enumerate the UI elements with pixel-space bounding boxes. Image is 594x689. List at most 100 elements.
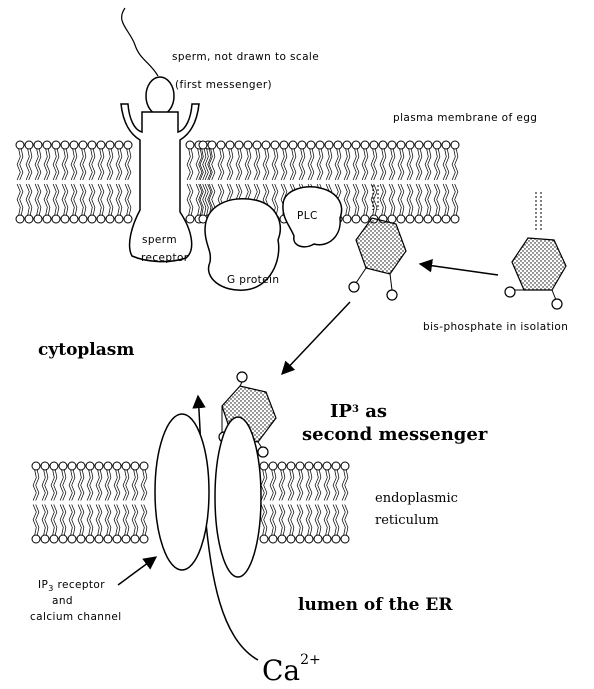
lipid-head — [287, 535, 295, 543]
phosphate-group — [237, 372, 247, 382]
lipid-head — [406, 215, 414, 223]
lipid-head — [235, 141, 243, 149]
phosphate-group — [505, 287, 515, 297]
phosphate-group — [349, 282, 359, 292]
lipid-tail — [437, 184, 440, 215]
ip3-receptor-label: and — [52, 595, 73, 607]
lipid-tail — [128, 184, 131, 215]
lipid-head — [140, 462, 148, 470]
lipid-tail — [327, 505, 330, 536]
lipid-head — [343, 215, 351, 223]
lipid-tail — [266, 149, 269, 180]
lipid-head — [244, 141, 252, 149]
plc-label: PLC — [297, 210, 318, 222]
lipid-head — [323, 462, 331, 470]
lipid-head — [95, 462, 103, 470]
lipid-tail — [108, 470, 111, 501]
lipid-head — [323, 535, 331, 543]
lipid-tail — [345, 470, 348, 501]
lipid-tail — [47, 184, 50, 215]
lipid-head — [287, 462, 295, 470]
lipid-tail — [446, 184, 449, 215]
lipid-tail — [119, 184, 122, 215]
er-lumen-label: lumen of the ER — [298, 595, 453, 615]
lipid-tail — [455, 149, 458, 180]
lipid-tail — [275, 149, 278, 180]
lipid-head — [34, 141, 42, 149]
lipid-tail — [54, 470, 57, 501]
lipid-head — [305, 462, 313, 470]
lipid-head — [269, 535, 277, 543]
lipid-tail — [336, 470, 339, 501]
lipid-head — [260, 535, 268, 543]
g-protein-label: G protein — [227, 274, 279, 286]
lipid-head — [278, 535, 286, 543]
lipid-tail — [257, 149, 260, 180]
lipid-tail — [291, 505, 294, 536]
lipid-head — [131, 535, 139, 543]
lipid-head — [361, 215, 369, 223]
lipid-head — [104, 462, 112, 470]
lipid-head — [104, 535, 112, 543]
lipid-head — [79, 215, 87, 223]
lipid-tail — [455, 184, 458, 215]
lipid-tail — [56, 184, 59, 215]
lipid-head — [433, 215, 441, 223]
lipid-tail — [264, 470, 267, 501]
lipid-head — [186, 141, 194, 149]
lipid-head — [25, 141, 33, 149]
lipid-tail — [383, 184, 386, 215]
lipid-tail — [374, 149, 377, 180]
lipid-tail — [65, 184, 68, 215]
lipid-head — [52, 141, 60, 149]
inositol-ring-isolated — [512, 238, 566, 290]
lipid-tail — [128, 149, 131, 180]
lipid-head — [59, 462, 67, 470]
lipid-tail — [365, 149, 368, 180]
lipid-head — [314, 462, 322, 470]
lipid-head — [451, 215, 459, 223]
lipid-tail — [318, 505, 321, 536]
lipid-tail — [126, 505, 129, 536]
phosphate-group — [552, 299, 562, 309]
lipid-tail — [446, 149, 449, 180]
lipid-tail — [347, 149, 350, 180]
lipid-head — [296, 462, 304, 470]
lipid-tail — [347, 184, 350, 215]
lipid-head — [199, 141, 207, 149]
lipid-head — [124, 141, 132, 149]
lipid-tail — [392, 184, 395, 215]
lipid-head — [86, 535, 94, 543]
lipid-head — [68, 535, 76, 543]
lipid-head — [269, 462, 277, 470]
lipid-tail — [318, 470, 321, 501]
lipid-tail — [47, 149, 50, 180]
lipid-head — [97, 141, 105, 149]
lipid-head — [289, 141, 297, 149]
lipid-tail — [99, 470, 102, 501]
lipid-tail — [36, 470, 39, 501]
lipid-tail — [92, 149, 95, 180]
lipid-head — [140, 535, 148, 543]
lipid-tail — [275, 184, 278, 215]
lipid-head — [97, 215, 105, 223]
lipid-tail — [428, 184, 431, 215]
lipid-tail — [365, 184, 368, 215]
lipid-head — [70, 215, 78, 223]
lipid-tail — [135, 470, 138, 501]
lipid-tail — [300, 505, 303, 536]
lipid-head — [370, 141, 378, 149]
lipid-tail — [45, 505, 48, 536]
lipid-tail — [74, 149, 77, 180]
lipid-tail — [282, 470, 285, 501]
lipid-tail — [221, 149, 224, 180]
lipid-head — [341, 535, 349, 543]
lipid-head — [253, 141, 261, 149]
arrow-isolated-to-membrane — [420, 264, 498, 275]
sperm-tail — [122, 8, 158, 76]
lipid-head — [352, 141, 360, 149]
lipid-head — [34, 215, 42, 223]
lipid-tail — [81, 505, 84, 536]
lipid-tail — [63, 505, 66, 536]
